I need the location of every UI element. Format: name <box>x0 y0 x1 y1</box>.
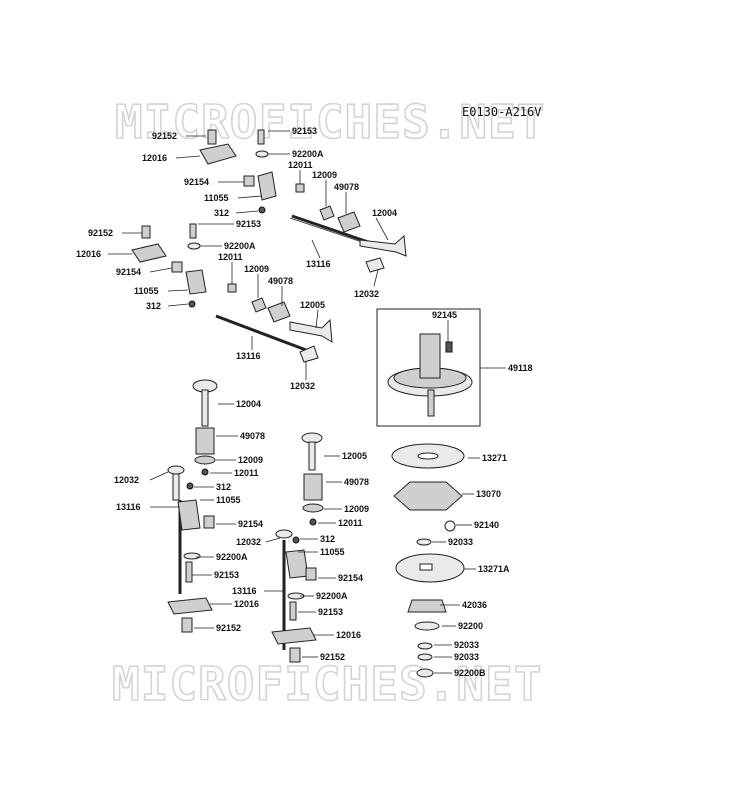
mid-valve-assembly <box>215 297 333 363</box>
part-label[interactable]: 92200A <box>216 552 248 562</box>
upper-valve-assembly <box>289 205 407 273</box>
part-label[interactable]: 13271 <box>482 453 507 463</box>
part-label[interactable]: 11055 <box>134 286 159 296</box>
part-label[interactable]: 92152 <box>88 228 113 238</box>
part-label[interactable]: 13116 <box>306 259 331 269</box>
watermark-bottom: MICROFICHES.NET <box>112 657 542 711</box>
part-label[interactable]: 92033 <box>454 652 479 662</box>
part-label[interactable]: 12009 <box>238 455 263 465</box>
part-label[interactable]: 92154 <box>338 573 363 583</box>
part-label[interactable]: 12005 <box>342 451 367 461</box>
part-label[interactable]: 12009 <box>244 264 269 274</box>
part-label[interactable]: 92200A <box>316 591 348 601</box>
upper-rocker-assembly-2 <box>131 223 237 308</box>
lower-valve-assembly-1 <box>167 379 218 633</box>
part-label[interactable]: 13070 <box>476 489 501 499</box>
part-label[interactable]: 12005 <box>300 300 325 310</box>
part-label[interactable]: 92152 <box>152 131 177 141</box>
camshaft-box <box>376 308 506 427</box>
part-label[interactable]: 12032 <box>236 537 261 547</box>
part-label[interactable]: 312 <box>216 482 231 492</box>
part-label[interactable]: 11055 <box>320 547 345 557</box>
part-label[interactable]: 12016 <box>234 599 259 609</box>
part-label[interactable]: 49118 <box>508 363 533 373</box>
part-label[interactable]: 12009 <box>312 170 337 180</box>
part-label[interactable]: 12032 <box>354 289 379 299</box>
leader-lines <box>108 130 480 674</box>
part-label[interactable]: 13271A <box>478 564 510 574</box>
part-label[interactable]: 92200A <box>224 241 256 251</box>
part-label[interactable]: 92033 <box>448 537 473 547</box>
upper-rocker-assembly-1 <box>199 129 305 214</box>
part-label[interactable]: 12016 <box>76 249 101 259</box>
part-label[interactable]: 49078 <box>334 182 359 192</box>
part-label[interactable]: 12011 <box>338 518 363 528</box>
part-label[interactable]: 92140 <box>474 520 499 530</box>
part-label[interactable]: 49078 <box>344 477 369 487</box>
part-label[interactable]: 12032 <box>290 381 315 391</box>
part-label[interactable]: 49078 <box>268 276 293 286</box>
part-label[interactable]: 92154 <box>116 267 141 277</box>
part-label[interactable]: 12016 <box>142 153 167 163</box>
part-label[interactable]: 92153 <box>292 126 317 136</box>
part-label[interactable]: 92200 <box>458 621 483 631</box>
part-label[interactable]: 12011 <box>288 160 313 170</box>
governor-assembly <box>391 443 465 678</box>
part-labels: 92152 92153 12016 92200A 12011 92154 120… <box>76 126 533 678</box>
part-label[interactable]: 42036 <box>462 600 487 610</box>
part-label[interactable]: 92153 <box>236 219 261 229</box>
part-label[interactable]: 312 <box>146 301 161 311</box>
lower-valve-assembly-2 <box>271 432 324 663</box>
part-label[interactable]: 92153 <box>214 570 239 580</box>
part-label[interactable]: 92154 <box>184 177 209 187</box>
part-label[interactable]: 92200B <box>454 668 486 678</box>
part-label[interactable]: 92033 <box>454 640 479 650</box>
part-label[interactable]: 312 <box>214 208 229 218</box>
part-label[interactable]: 12016 <box>336 630 361 640</box>
part-label[interactable]: 12011 <box>234 468 259 478</box>
part-label[interactable]: 11055 <box>216 495 241 505</box>
part-label[interactable]: 92153 <box>318 607 343 617</box>
part-label[interactable]: 12004 <box>236 399 261 409</box>
part-label[interactable]: 13116 <box>236 351 261 361</box>
part-label[interactable]: 92152 <box>320 652 345 662</box>
part-label[interactable]: 312 <box>320 534 335 544</box>
part-label[interactable]: 12032 <box>114 475 139 485</box>
part-label[interactable]: 13116 <box>116 502 141 512</box>
part-label[interactable]: 12009 <box>344 504 369 514</box>
part-label[interactable]: 11055 <box>204 193 229 203</box>
watermark-top: MICROFICHES.NET <box>115 95 545 149</box>
part-label[interactable]: 13116 <box>232 586 257 596</box>
part-label[interactable]: 92154 <box>238 519 263 529</box>
part-label[interactable]: 12004 <box>372 208 397 218</box>
diagram-code: E0130-A216V <box>462 105 541 119</box>
part-label[interactable]: 92200A <box>292 149 324 159</box>
part-label[interactable]: 92152 <box>216 623 241 633</box>
part-label[interactable]: 92145 <box>432 310 457 320</box>
part-label[interactable]: 49078 <box>240 431 265 441</box>
part-label[interactable]: 12011 <box>218 252 243 262</box>
